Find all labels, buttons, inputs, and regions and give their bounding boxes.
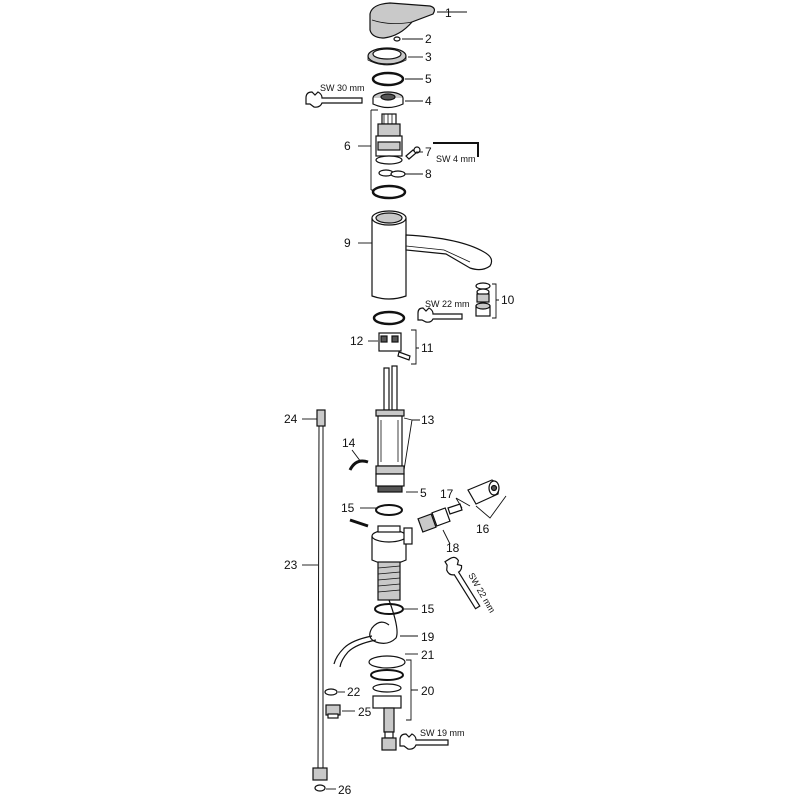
spanner-sw22-valve (444, 556, 481, 610)
cover-cap (367, 47, 407, 66)
label-26: 26 (338, 783, 352, 797)
spout-body (371, 210, 493, 300)
screw (405, 146, 421, 160)
supply-hose (312, 409, 328, 792)
label-4: 4 (425, 94, 432, 108)
inner-sleeve (375, 365, 405, 493)
label-11: 11 (421, 341, 434, 355)
label-18: 18 (446, 541, 460, 555)
allen-key (433, 142, 479, 157)
hose-loop (333, 599, 398, 668)
label-24: 24 (284, 412, 298, 426)
tool-label-sw19: SW 19 mm (420, 728, 465, 738)
threaded-fitting (381, 731, 397, 751)
cartridge (375, 113, 403, 165)
small-washer (324, 688, 338, 696)
diverter-cartridge (417, 503, 463, 533)
base-block (371, 525, 413, 601)
label-15-lower: 15 (421, 602, 435, 616)
label-20: 20 (421, 684, 435, 698)
o-ring (371, 71, 405, 87)
clip (348, 459, 369, 471)
label-14: 14 (342, 436, 356, 450)
lock-ring (371, 184, 407, 200)
spanner-sw22-aerator (417, 307, 463, 323)
seals (378, 169, 406, 178)
label-3: 3 (425, 50, 432, 64)
o-ring-15 (375, 504, 403, 516)
label-5-top: 5 (425, 72, 432, 86)
label-5-mid: 5 (420, 486, 427, 500)
label-21: 21 (421, 648, 435, 662)
label-15-upper: 15 (341, 501, 355, 515)
nipple (325, 704, 341, 719)
spanner-sw30 (305, 91, 363, 108)
tool-label-sw22-aerator: SW 22 mm (425, 299, 470, 309)
tool-label-sw4: SW 4 mm (436, 154, 476, 164)
label-12: 12 (350, 334, 364, 348)
label-17: 17 (440, 487, 454, 501)
label-6: 6 (344, 139, 351, 153)
connector (378, 332, 411, 361)
grub-screw (393, 36, 401, 42)
clamping-nut (372, 91, 404, 109)
spanner-sw19 (399, 733, 449, 750)
tool-label-sw30: SW 30 mm (320, 83, 365, 93)
label-25: 25 (358, 705, 372, 719)
label-9: 9 (344, 236, 351, 250)
label-19: 19 (421, 630, 435, 644)
label-1: 1 (445, 6, 452, 20)
body-o-ring (372, 310, 406, 326)
label-2: 2 (425, 32, 432, 46)
aerator (475, 282, 491, 317)
pin (349, 518, 369, 528)
label-23: 23 (284, 558, 298, 572)
label-7: 7 (425, 145, 432, 159)
handle-lever (369, 2, 436, 39)
label-13: 13 (421, 413, 435, 427)
label-22: 22 (347, 685, 361, 699)
label-8: 8 (425, 167, 432, 181)
label-10: 10 (501, 293, 515, 307)
diverter-knob (467, 479, 500, 505)
washer-stack (368, 655, 406, 733)
label-16: 16 (476, 522, 490, 536)
o-ring-15b (374, 603, 404, 615)
